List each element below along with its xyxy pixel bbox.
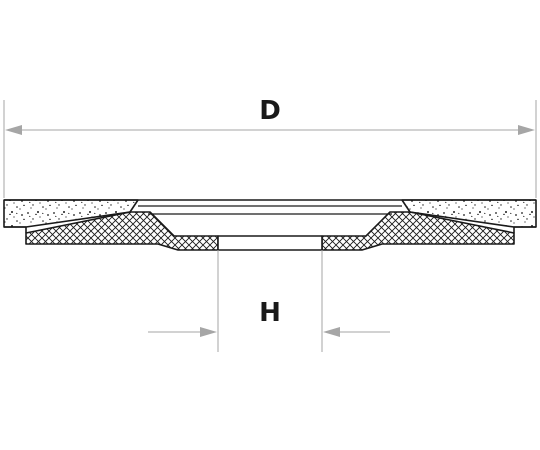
dimension-h-arrow-left <box>200 327 217 337</box>
dimension-d-arrow-left <box>5 125 22 135</box>
step-left <box>4 226 27 233</box>
dimension-d-arrow-right <box>518 125 535 135</box>
dimension-d: D <box>3 96 537 198</box>
disc-body <box>3 199 537 251</box>
step-right <box>513 226 536 233</box>
dimension-h-label: H <box>259 298 281 328</box>
centre-hub <box>217 235 323 251</box>
dimension-h: H <box>148 250 390 352</box>
dimension-h-arrow-right <box>323 327 340 337</box>
dimension-d-label: D <box>259 96 281 126</box>
